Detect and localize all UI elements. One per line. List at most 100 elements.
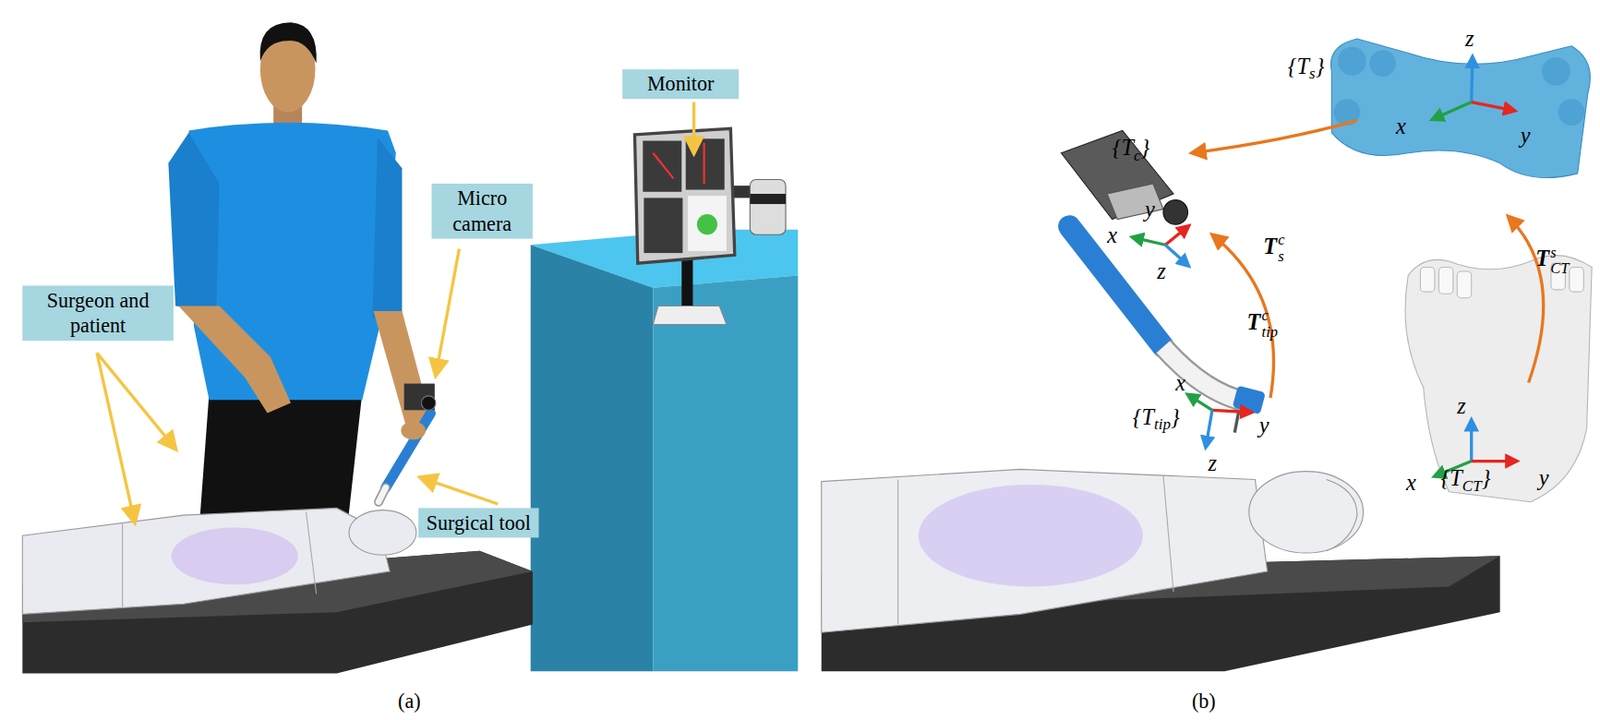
patient [171,527,299,585]
patient [918,484,1143,588]
surgeon [188,122,396,401]
transform-label-group: Tcs [1263,232,1285,265]
axis-label-group: x [1406,470,1417,496]
axis-label: x [1406,469,1417,495]
camera [1163,200,1189,226]
dental-scan [1331,38,1591,179]
coordinate-axes [1469,422,1473,462]
monitor [642,141,682,193]
frame-label: {T [1287,52,1310,79]
transform-arrows [1191,120,1544,398]
coordinate-axes [1471,102,1513,111]
callout-box: Micro camera [432,183,533,240]
monitor [697,214,718,235]
coordinate-axes [1134,238,1166,246]
surgical-tool [400,421,426,440]
frame-label: {T [1112,134,1134,161]
coordinate-axes [1165,244,1187,265]
ct-jaw [1438,267,1453,295]
monitor [643,197,683,253]
frame-label-group: {Ts} [1287,54,1325,83]
coordinate-axes [1471,459,1515,463]
axis-label-group: x [1175,371,1186,397]
cabinet [530,229,799,673]
monitor [634,128,786,325]
transform-label: c [1262,308,1278,325]
script-stack: sCT [1550,244,1569,277]
patient [22,507,390,614]
transform-label: T [1263,233,1277,260]
axis-label-group: z [1465,26,1474,52]
ct-jaw [1419,267,1434,293]
axis-label: y [1539,465,1550,492]
monitor [652,153,674,180]
surgeon [372,137,402,319]
patient [1163,475,1174,592]
panel-caption-group: (a) [397,689,422,712]
axis-label: z [1465,25,1474,52]
camera [1060,130,1174,219]
monitor [687,195,727,252]
leader-arrows [435,249,459,376]
monitor [749,193,786,205]
callout-text: Surgical tool [425,510,532,537]
transform-label: s [1277,248,1285,265]
ct-jaw [1405,255,1592,503]
axis-label: z [1208,449,1217,476]
handpiece [1234,410,1239,433]
callout-text: Monitor [629,71,733,97]
ct-jaw [1405,255,1592,503]
axis-label-group: y [1144,197,1155,223]
axis-label: x [1106,222,1118,249]
dental-scan [1369,49,1396,77]
transform-label: c [1277,232,1285,249]
surgeon [178,306,291,414]
script-stack: ctip [1262,308,1278,341]
axis-label: x [1395,113,1407,140]
micro-camera [404,384,436,411]
axis-label-group: z [1456,394,1466,420]
script-stack: cs [1277,232,1285,265]
axis-label: y [1520,122,1531,149]
axis-label: z [1456,393,1466,420]
monitor [652,306,727,325]
axis-label-group: z [1156,259,1166,285]
transform-label: T [1247,309,1262,336]
axis-label: y [1144,196,1155,223]
monitor [703,143,706,184]
transform-label-group: Tctip [1247,308,1278,341]
callout-box: Monitor [622,69,739,99]
transform-arrows [1508,216,1544,383]
frame-label: {T [1132,404,1155,431]
callout-text: Micro camera [438,185,526,237]
leader-arrows [96,352,135,522]
monitor [634,128,734,264]
axis-label: z [1156,258,1166,285]
frame-label: {T [1441,465,1463,492]
axis-label: x [1175,370,1186,397]
callout-box: Surgeon and patient [22,285,174,341]
surgeon [373,311,432,434]
surgeon [260,22,317,63]
patient [1249,471,1364,554]
surgical-tool [378,413,431,503]
transform-arrows [1191,120,1358,153]
surgical-tool [378,487,386,502]
axis-label-group: x [1395,114,1407,140]
transform-label: tip [1262,324,1278,340]
cabinet [652,275,798,672]
ct-jaw [1569,267,1584,293]
axis-label-group: z [1208,451,1217,477]
coordinate-axes [1205,409,1213,446]
frame-label: } [1170,404,1180,431]
axis-label-group: x [1106,223,1118,249]
dental-scan [1558,98,1586,126]
transform-label: s [1550,244,1569,261]
panel-caption: (b) [1191,689,1216,712]
coordinate-axes [1434,102,1472,120]
axis-label: y [1259,412,1270,439]
frame-label-group: {Tc} [1112,135,1151,164]
patient [306,512,317,594]
